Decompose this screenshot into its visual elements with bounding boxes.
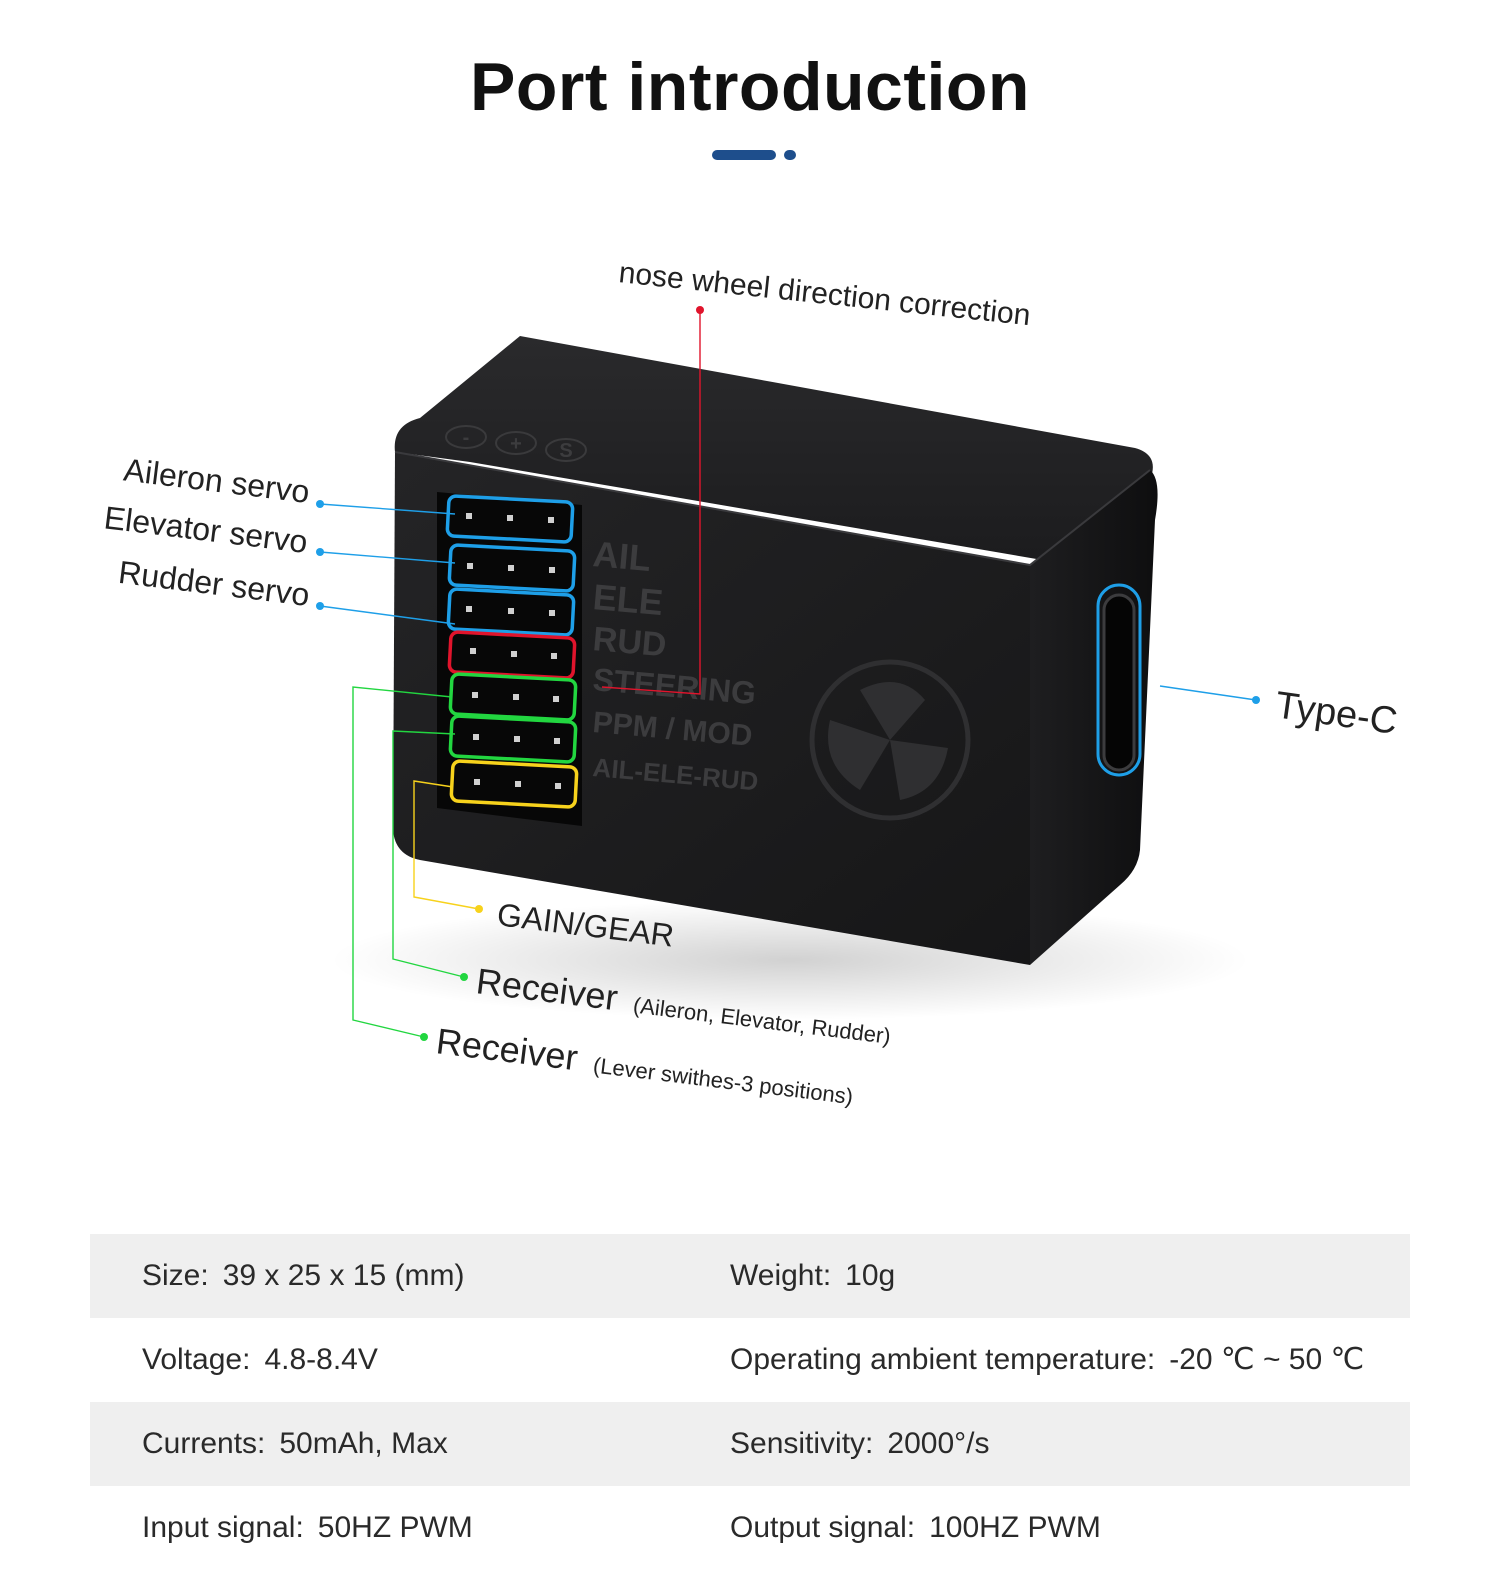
- port-row-rud: [446, 587, 576, 637]
- plus-label: +: [510, 433, 522, 455]
- silk-rud: RUD: [591, 620, 668, 664]
- spec-row: Voltage: 4.8-8.4V Operating ambient tempe…: [90, 1318, 1410, 1402]
- spec-value: 39 x 25 x 15 (mm): [222, 1259, 465, 1292]
- spec-temperature: Operating ambient temperature: -20 ℃ ~ 50…: [730, 1318, 1364, 1402]
- port-row-ail-ele-rud: [448, 714, 578, 764]
- type-c-highlight: [1096, 583, 1142, 777]
- leader-receiver-main: [392, 730, 465, 978]
- spec-value: 50mAh, Max: [279, 1427, 448, 1460]
- aileron-servo-label: Aileron servo: [122, 451, 312, 509]
- spec-row: Size: 39 x 25 x 15 (mm) Weight: 10g: [90, 1234, 1410, 1318]
- leader-rudder: [319, 605, 456, 625]
- spec-currents: Currents: 50mAh, Max: [142, 1402, 448, 1486]
- spec-label: Input signal:: [142, 1511, 304, 1544]
- spec-table: Size: 39 x 25 x 15 (mm) Weight: 10g Voltag…: [90, 1234, 1410, 1570]
- spec-voltage: Voltage: 4.8-8.4V: [142, 1318, 378, 1402]
- spec-value: 50HZ PWM: [317, 1511, 473, 1544]
- leader-aileron: [319, 503, 456, 515]
- leader-elevator: [319, 551, 456, 564]
- device-edge: [394, 451, 1151, 567]
- device-side-face: [1030, 470, 1158, 965]
- gyro-device: - + S AIL ELE RUD STEERING PPM / MOD AIL…: [393, 336, 1158, 965]
- spec-label: Size:: [142, 1259, 209, 1292]
- minus-marking: [445, 425, 487, 449]
- spec-label: Operating ambient temperature:: [730, 1343, 1156, 1376]
- port-row-ele: [447, 543, 577, 593]
- spec-row: Currents: 50mAh, Max Sensitivity: 2000°/s: [90, 1402, 1410, 1486]
- nose-wheel-label: nose wheel direction correction: [617, 256, 1032, 332]
- port-rows: [445, 494, 579, 809]
- port-silkscreen: AIL ELE RUD STEERING PPM / MOD AIL-ELE-R…: [591, 533, 759, 796]
- signal-label: S: [559, 440, 572, 462]
- spec-output-signal: Output signal: 100HZ PWM: [730, 1486, 1101, 1570]
- spec-size: Size: 39 x 25 x 15 (mm): [142, 1234, 464, 1318]
- receiver-switch-note: (Lever swithes-3 positions): [592, 1052, 855, 1109]
- brand-logo: [809, 659, 971, 821]
- leader-dots: [316, 306, 1260, 1041]
- minus-label: -: [463, 427, 470, 449]
- leader-nose-wheel: [601, 310, 701, 695]
- port-row-ail: [445, 494, 575, 544]
- signal-marking: [545, 438, 587, 462]
- spec-value: 100HZ PWM: [929, 1511, 1101, 1544]
- plus-marking: [495, 431, 537, 455]
- spec-weight: Weight: 10g: [730, 1234, 895, 1318]
- spec-row: Input signal: 50HZ PWM Output signal: 100H…: [90, 1486, 1410, 1570]
- device-top-face: [394, 336, 1153, 575]
- port-row-ppm: [448, 672, 578, 722]
- port-row-steering: [447, 630, 577, 680]
- spec-label: Weight:: [730, 1259, 832, 1292]
- leader-type-c: [1159, 685, 1257, 701]
- spec-value: 4.8-8.4V: [264, 1343, 378, 1376]
- spec-label: Sensitivity:: [730, 1427, 874, 1460]
- spec-label: Output signal:: [730, 1511, 916, 1544]
- spec-label: Currents:: [142, 1427, 266, 1460]
- leader-gain: [413, 780, 480, 910]
- pin-header-markings: - + S: [445, 425, 587, 462]
- connector-block: [437, 492, 582, 826]
- type-c-port: [1102, 593, 1136, 772]
- spec-value: -20 ℃ ~ 50 ℃: [1169, 1343, 1365, 1376]
- silk-ail: AIL: [591, 533, 652, 579]
- elevator-servo-label: Elevator servo: [102, 499, 309, 560]
- port-row-gain: [449, 759, 579, 809]
- spec-input-signal: Input signal: 50HZ PWM: [142, 1486, 473, 1570]
- silk-ele: ELE: [591, 576, 664, 623]
- spec-label: Voltage:: [142, 1343, 251, 1376]
- spec-sensitivity: Sensitivity: 2000°/s: [730, 1402, 989, 1486]
- page-title: Port introduction: [470, 49, 1030, 125]
- receiver-switch-title: Receiver: [434, 1020, 580, 1078]
- leader-lines: [319, 310, 1257, 1038]
- port-diagram: - + S AIL ELE RUD STEERING PPM / MOD AIL…: [102, 256, 1400, 1109]
- rudder-servo-label: Rudder servo: [116, 554, 311, 613]
- spec-value: 2000°/s: [887, 1427, 990, 1460]
- spec-value: 10g: [845, 1259, 896, 1292]
- leader-receiver-switch: [352, 686, 453, 1038]
- type-c-label: Type-C: [1273, 684, 1400, 743]
